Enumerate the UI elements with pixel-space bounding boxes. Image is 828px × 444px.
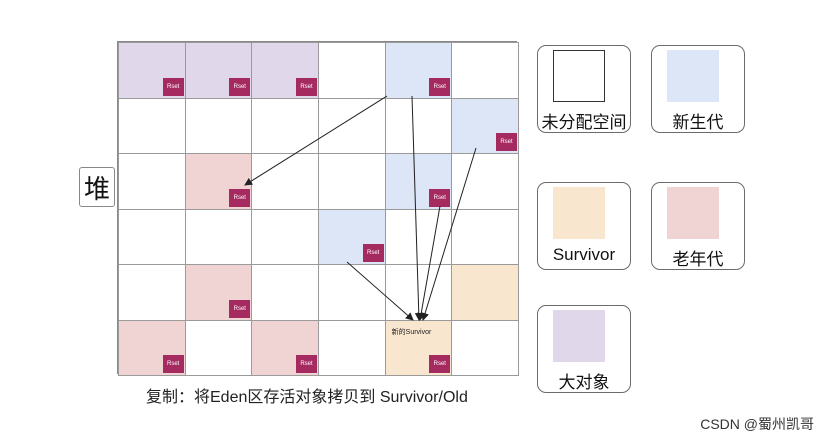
region-free — [118, 153, 186, 210]
region-free — [318, 264, 386, 321]
rset-tag: Rset — [295, 77, 317, 96]
region-free — [451, 42, 519, 99]
legend-label: 老年代 — [672, 250, 724, 269]
region-free — [184, 208, 253, 265]
region-free — [251, 153, 319, 210]
region-free — [384, 264, 453, 321]
rset-tag: Rset — [162, 77, 184, 96]
legend-old: 老年代 — [651, 182, 745, 270]
region-free — [318, 319, 386, 376]
region-eden: Rset — [384, 153, 453, 210]
region-eden: Rset — [318, 208, 386, 265]
region-free — [184, 97, 253, 154]
region-free — [451, 319, 519, 376]
rset-tag: Rset — [362, 244, 384, 262]
rset-tag: Rset — [429, 77, 451, 96]
legend-humongous: 大对象 — [537, 305, 631, 393]
region-free — [318, 42, 386, 99]
region-humongous: Rset — [118, 42, 186, 99]
region-old: Rset — [251, 319, 319, 376]
region-old: Rset — [184, 264, 253, 321]
legend-swatch — [553, 310, 605, 362]
heap-label: 堆 — [79, 167, 115, 207]
region-free — [384, 97, 453, 154]
region-free — [118, 264, 186, 321]
legend-eden: 新生代 — [651, 45, 745, 133]
region-eden: Rset — [451, 97, 519, 154]
legend-label: 未分配空间 — [541, 113, 627, 132]
rset-tag: Rset — [229, 299, 251, 318]
legend-label: Survivor — [552, 245, 616, 264]
region-free — [318, 153, 386, 210]
region-survivor — [451, 264, 519, 321]
rset-tag: Rset — [229, 77, 251, 96]
rset-tag: Rset — [495, 133, 517, 151]
region-free — [184, 319, 253, 376]
region-free — [318, 97, 386, 154]
region-free — [251, 208, 319, 265]
region-free — [451, 153, 519, 210]
legend-swatch — [553, 187, 605, 239]
watermark: CSDN @蜀州凯哥 — [700, 416, 814, 432]
legend-survivor: Survivor — [537, 182, 631, 270]
region-humongous: Rset — [184, 42, 253, 99]
rset-tag: Rset — [162, 355, 184, 373]
legend-swatch — [553, 50, 605, 102]
rset-tag: Rset — [429, 188, 451, 207]
region-old: Rset — [184, 153, 253, 210]
legend-swatch — [667, 50, 719, 102]
rset-tag: Rset — [229, 188, 251, 207]
legend-free: 未分配空间 — [537, 45, 631, 133]
rset-tag: Rset — [295, 355, 317, 373]
region-free — [251, 97, 319, 154]
region-free — [118, 97, 186, 154]
legend-swatch — [667, 187, 719, 239]
region-old: Rset — [118, 319, 186, 376]
region-humongous: Rset — [251, 42, 319, 99]
caption: 复制：将Eden区存活对象拷贝到 Survivor/Old — [146, 389, 468, 406]
region-survivor: Rset 新的Survivor — [384, 319, 453, 376]
region-eden: Rset — [384, 42, 453, 99]
region-free — [451, 208, 519, 265]
region-note: 新的Survivor — [391, 328, 432, 336]
region-free — [118, 208, 186, 265]
rset-tag: Rset — [429, 355, 451, 373]
legend-label: 新生代 — [672, 113, 724, 132]
region-free — [251, 264, 319, 321]
region-free — [384, 208, 453, 265]
legend-label: 大对象 — [558, 373, 610, 392]
